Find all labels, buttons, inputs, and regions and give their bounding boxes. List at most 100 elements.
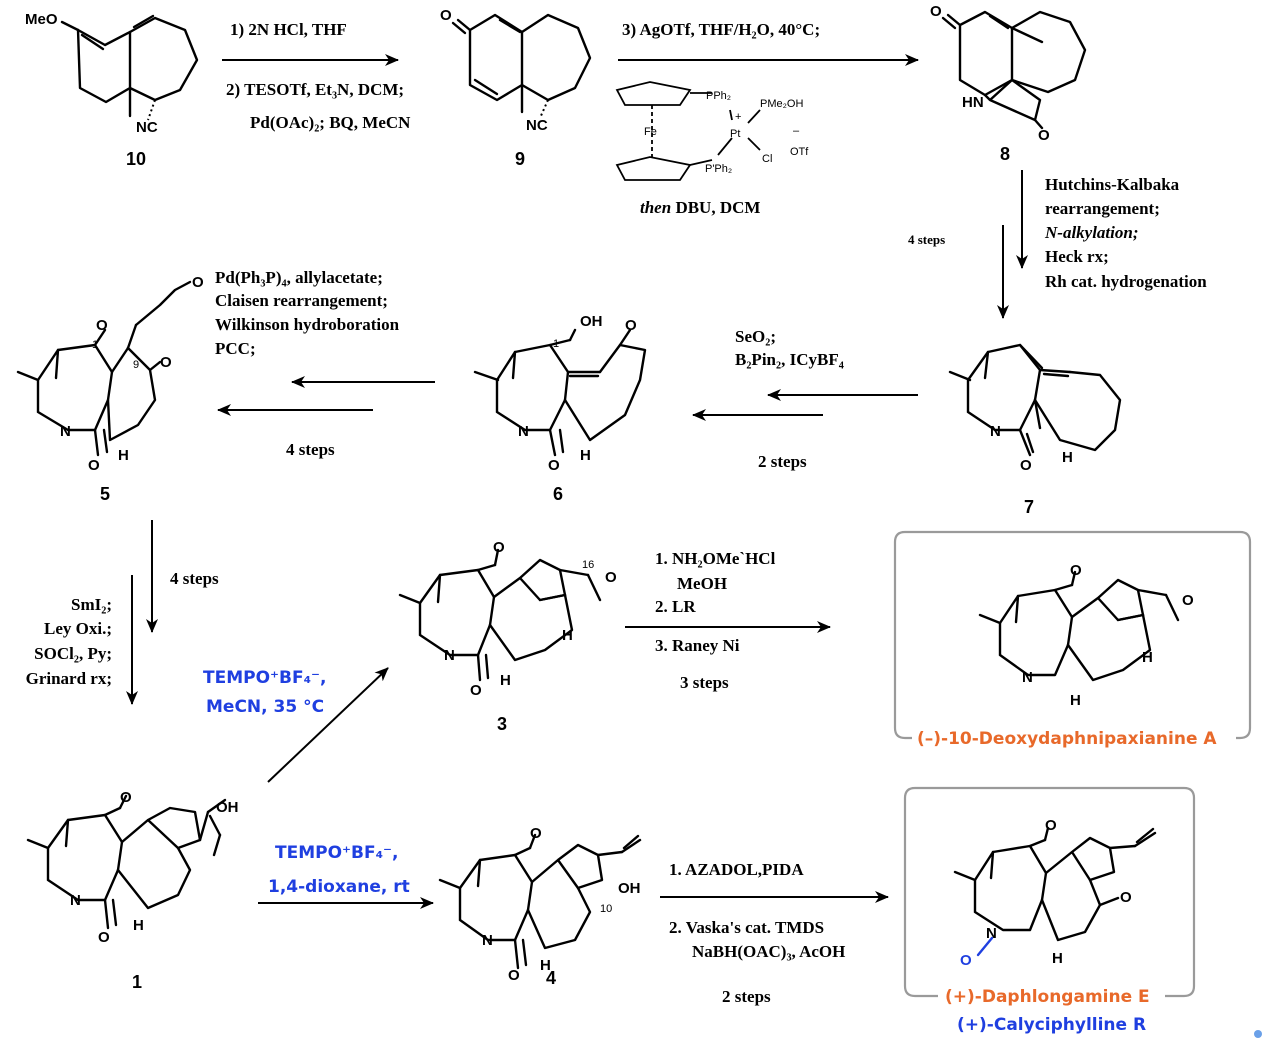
otf-charge-minus: – (793, 125, 800, 137)
lactam-o-label: O (1038, 127, 1050, 144)
compound-6-structure: N O H OH O 1 (473, 313, 647, 474)
enone-o-label: O (605, 569, 617, 586)
compound-9-structure: O NC (440, 7, 592, 134)
position-16-label: 16 (582, 559, 594, 571)
step-1-3-line2: MeCN, 35 °C (206, 697, 324, 717)
ketone-o-label: O (1070, 562, 1082, 579)
ketone-c1-o-label: O (96, 317, 108, 334)
compound-3-label: 3 (497, 714, 507, 734)
hydrogen-label: H (580, 447, 591, 464)
compound-7-structure: N O H (948, 343, 1122, 474)
step-4-E-line1: 1. AZADOL,PIDA (669, 860, 804, 879)
hydrogen-label: H (1070, 692, 1081, 709)
triflate-label: OTf (790, 146, 809, 158)
isonitrile-label: NC (136, 119, 158, 136)
position-9-label: 9 (133, 359, 139, 371)
enone-o-label: O (1182, 592, 1194, 609)
pph2-label: PPh₂ (706, 90, 731, 102)
nitrogen-label: N (1022, 669, 1033, 686)
pt-charge-plus: + (735, 111, 741, 123)
step-3-A-line2: MeOH (677, 574, 727, 593)
ketone-o-label: O (930, 3, 942, 20)
product-box-deoxydaphnipaxianine (893, 530, 1252, 740)
then-word: then (640, 198, 671, 217)
hydrogen-label-2: H (562, 627, 573, 644)
ketone-o-label-2: O (1120, 889, 1132, 906)
step-5-1-line2: Ley Oxi.; (44, 619, 112, 638)
step-6-5-line4: PCC; (215, 339, 256, 358)
step-6-5-line3: Wilkinson hydroboration (215, 315, 400, 334)
lactam-o-label: O (470, 682, 482, 699)
hydrogen-label: H (118, 447, 129, 464)
step-4-E-count: 2 steps (722, 987, 771, 1006)
ketone-o-label: O (493, 539, 505, 556)
hydroxyl-oh-label: OH (618, 880, 641, 897)
aldehyde-o-label: O (192, 274, 204, 291)
compound-8-structure: O HN O (930, 3, 1087, 144)
lactam-o-label: O (98, 929, 110, 946)
compound-6-label: 6 (553, 484, 563, 504)
compound-5-structure: N O H O O O 1 9 (16, 274, 204, 474)
hydrogen-label-2: H (1142, 649, 1153, 666)
ketone-c9-o-label: O (160, 354, 172, 371)
hydrogen-label: H (1062, 449, 1073, 466)
compound-10-label: 10 (126, 149, 146, 169)
step-5-1-line3: SOCl₂, Py; (34, 644, 112, 663)
corner-watermark-dot (1254, 1030, 1262, 1038)
position-1-label: 1 (92, 339, 98, 351)
product-name-daphlongamine: (+)-Daphlongamine E (945, 987, 1150, 1007)
daphlongamine-structure: N O H O O (953, 817, 1157, 969)
ketone-o-label: O (530, 825, 542, 842)
step-10-9-line1: 1) 2N HCl, THF (230, 20, 347, 39)
platinum-ferrocene-catalyst: Fe PPh₂ PMe₂OH Pt + P'Ph₂ Cl – OTf (615, 81, 809, 181)
lactam-nh-label: HN (962, 94, 984, 111)
position-10-label: 10 (600, 903, 612, 915)
arrow-1-to-3 (267, 667, 389, 783)
n-oxide-o-label: O (960, 952, 972, 969)
nitrogen-label: N (518, 423, 529, 440)
compound-3-structure: N O H H O O 16 (398, 539, 617, 699)
hydrogen-label: H (500, 672, 511, 689)
step-9-8-line1: 3) AgOTf, THF/H₂O, 40°C; (622, 20, 820, 39)
product-name-deoxydaphnipaxianine: (–)-10-Deoxydaphnipaxianine A (917, 729, 1217, 749)
isonitrile-label: NC (526, 117, 548, 134)
step-3-A-line3: 2. LR (655, 597, 696, 616)
step-5-1-line4: Grinard rx; (26, 669, 112, 688)
then-reagents: DBU, DCM (675, 198, 760, 217)
step-3-A-count: 3 steps (680, 673, 729, 692)
compound-10-structure: MeO NC (25, 11, 199, 136)
allylic-oh-label: OH (216, 799, 239, 816)
step-10-9-line2: 2) TESOTf, Et₃N, DCM; (226, 80, 404, 99)
step-4-E-line3: NaBH(OAC)₃, AcOH (692, 942, 845, 961)
step-9-8-then-line: then DBU, DCM (640, 198, 760, 217)
ppph2-label: P'Ph₂ (705, 163, 732, 175)
step-8-7-line2: rearrangement; (1045, 199, 1160, 218)
step-3-A-line4: 3. Raney Ni (655, 636, 740, 655)
lactam-o-label: O (548, 457, 560, 474)
step-5-1-line1: SmI₂; (71, 595, 112, 614)
ketone-o-label: O (440, 7, 452, 24)
ketone-o-label: O (1045, 817, 1057, 834)
step-8-7-line5: Rh cat. hydrogenation (1045, 272, 1207, 291)
chloride-label: Cl (762, 153, 772, 165)
lactam-o-label: O (88, 457, 100, 474)
lactam-o-label: O (508, 967, 520, 984)
step-8-7-count: 4 steps (908, 232, 945, 247)
nitrogen-label: N (444, 647, 455, 664)
product-name-calyciphylline: (+)-Calyciphylline R (957, 1015, 1146, 1035)
step-4-E-line2: 2. Vaska's cat. TMDS (669, 918, 824, 937)
step-6-5-line2: Claisen rearrangement; (215, 291, 388, 310)
deoxydaphnipaxianine-structure: N H H O O (978, 562, 1194, 709)
step-6-5-line1: Pd(Ph₃P)₄, allylacetate; (215, 268, 383, 287)
compound-1-label: 1 (132, 972, 142, 992)
nitrogen-label: N (990, 423, 1001, 440)
compound-1-structure: N O H O OH (26, 789, 239, 946)
iron-label: Fe (644, 126, 657, 138)
compound-4-structure: N O H O OH 10 (438, 825, 642, 984)
step-7-6-count: 2 steps (758, 452, 807, 471)
pme2oh-label: PMe₂OH (760, 98, 803, 110)
step-8-7-line4: Heck rx; (1045, 247, 1109, 266)
step-1-3-line1: TEMPO⁺BF₄⁻, (203, 668, 326, 688)
ketone-o-label: O (625, 317, 637, 334)
